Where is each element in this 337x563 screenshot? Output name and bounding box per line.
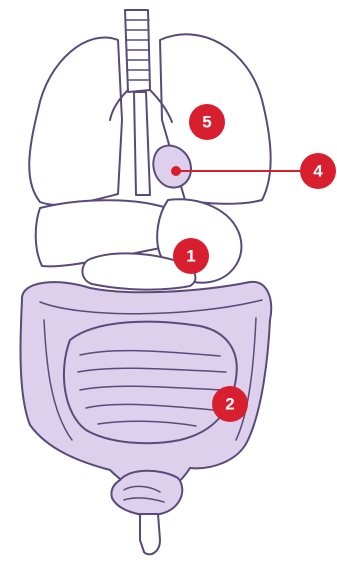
svg-text:2: 2 xyxy=(225,395,234,414)
esophagus xyxy=(134,92,150,195)
svg-text:1: 1 xyxy=(186,247,195,266)
marker-2[interactable]: 2 xyxy=(212,386,248,422)
heart xyxy=(153,146,191,188)
marker-5[interactable]: 5 xyxy=(189,104,225,140)
left-lung xyxy=(29,37,122,205)
trachea xyxy=(125,10,150,92)
marker-1[interactable]: 1 xyxy=(173,238,209,274)
bladder xyxy=(111,471,182,515)
svg-text:4: 4 xyxy=(313,162,323,181)
small-intestine xyxy=(64,322,237,444)
marker-4[interactable]: 4 xyxy=(300,153,336,189)
svg-text:5: 5 xyxy=(202,113,211,132)
rectum xyxy=(140,514,160,554)
